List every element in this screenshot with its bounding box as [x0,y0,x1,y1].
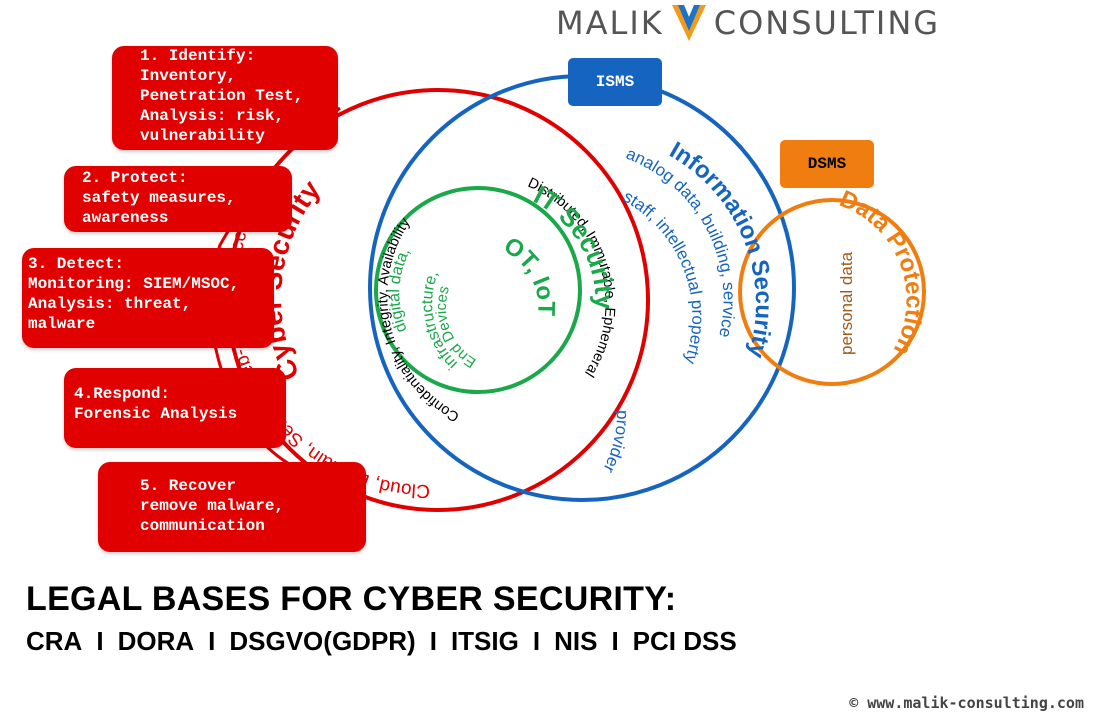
step-protect-box: 2. Protect: safety measures, awareness [64,166,292,232]
separator: I [532,626,541,656]
separator: I [429,626,437,656]
dsms-tag: DSMS [780,140,874,188]
step-respond-title: 4.Respond: [74,385,171,403]
legal-bases-title: LEGAL BASES FOR CYBER SECURITY: [26,580,677,618]
isms-tag: ISMS [568,58,662,106]
separator: I [611,626,619,656]
footer-copyright-url[interactable]: © www.malik-consulting.com [849,694,1084,712]
step-identify-detail: Inventory, Penetration Test, Analysis: r… [140,67,304,145]
step-respond-box: 4.Respond: Forensic Analysis [64,368,286,448]
personal-data-label: personal data [837,251,856,355]
step-recover-box: 5. Recover remove malware, communication [98,462,366,552]
step-recover-title: 5. Recover [140,477,237,495]
step-detect-box: 3. Detect: Monitoring: SIEM/MSOC, Analys… [22,248,274,348]
step-identify-box: 1. Identify: Inventory, Penetration Test… [112,46,338,150]
legal-item-dora: DORA [117,626,195,656]
v-chevron-logo-icon [671,5,706,41]
step-recover-detail: remove malware, communication [140,497,285,535]
legal-item-dsgvo: DSGVO(GDPR) [229,626,416,656]
brand-name-left: MALIK [556,4,664,42]
separator: I [96,626,104,656]
step-protect-detail: safety measures, awareness [82,189,236,227]
legal-item-nis: NIS [554,626,598,656]
ot-iot-title-path: OT, IoT [499,232,560,317]
it-security-circle [374,186,582,394]
legal-item-itsig: ITSIG [450,626,519,656]
data-protection-circle [738,198,926,386]
step-detect-detail: Monitoring: SIEM/MSOC, Analysis: threat,… [28,275,240,333]
legal-item-cra: CRA [26,626,83,656]
brand-logo: MALIK CONSULTING [556,2,940,44]
brand-name-right: CONSULTING [713,4,941,42]
separator: I [208,626,216,656]
step-respond-detail: Forensic Analysis [74,405,238,423]
legal-item-pci-dss: PCI DSS [632,626,737,656]
legal-bases-list: CRA I DORA I DSGVO(GDPR) I ITSIG I NIS I… [26,626,737,657]
ot-iot-title: OT, IoT [499,232,560,317]
step-protect-title: 2. Protect: [82,169,188,187]
step-detect-title: 3. Detect: [28,255,125,273]
step-identify-title: 1. Identify: [140,47,256,65]
